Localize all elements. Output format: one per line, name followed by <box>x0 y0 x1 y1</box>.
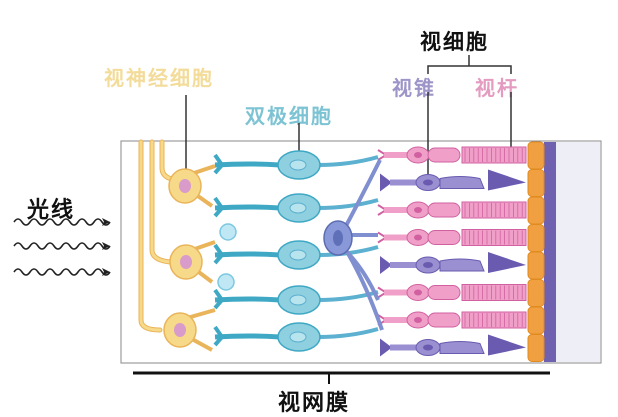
cone-inner-segment <box>439 176 485 189</box>
pigment-cell <box>527 196 545 225</box>
light-wave <box>13 268 111 276</box>
bipolar-cells <box>213 150 379 352</box>
cone-synapse <box>380 256 392 274</box>
cone-axon <box>390 344 420 351</box>
rod-outer-segment <box>461 229 527 246</box>
bipolar-dendrite <box>214 204 281 211</box>
pigment-cell <box>527 279 545 307</box>
bipolar-terminal <box>213 243 225 265</box>
light-wave <box>13 218 111 226</box>
rod-nucleus <box>414 289 422 296</box>
rod-nucleus <box>414 317 422 323</box>
ganglion-cells <box>163 164 216 352</box>
cone-nucleus <box>423 179 433 186</box>
photoreceptor-bracket <box>427 55 512 182</box>
rod-outer-segment <box>461 284 527 301</box>
rod-inner-segment <box>427 312 461 328</box>
cone-inner-segment <box>439 258 485 272</box>
cone-axon <box>390 179 420 186</box>
bipolar-dendrite <box>214 333 281 340</box>
cone-inner-segment <box>439 341 485 354</box>
bipolar-nucleus <box>289 249 307 261</box>
ganglion-nucleus <box>179 179 191 193</box>
bipolar-nucleus <box>289 331 307 343</box>
bipolar-nucleus <box>289 159 307 171</box>
cone-outer-segment <box>488 334 526 356</box>
pigment-epithelium <box>527 141 545 362</box>
horizontal-cell <box>323 159 384 331</box>
rods-label: 视杆 <box>475 76 519 100</box>
rod-nucleus <box>414 152 422 158</box>
cone-axon <box>390 262 420 268</box>
light-rays <box>13 218 111 276</box>
ganglion-nucleus <box>174 323 186 337</box>
amacrine-cell <box>219 223 237 241</box>
rod-nucleus <box>414 207 422 213</box>
pigment-cell <box>527 306 545 335</box>
rod-nucleus <box>414 234 422 241</box>
ganglion-nucleus <box>180 255 192 269</box>
bipolar-dendrite <box>214 161 281 168</box>
bipolar-nucleus <box>289 202 307 214</box>
pigment-cell <box>527 251 545 280</box>
retina-label: 视网膜 <box>278 391 351 416</box>
rod-outer-segment <box>461 311 527 329</box>
photoreceptor-cells <box>377 146 527 357</box>
bipolar-dendrite <box>214 251 281 258</box>
cone-outer-segment <box>488 252 526 273</box>
rod-inner-segment <box>427 202 461 218</box>
cone-synapse <box>380 173 392 192</box>
amacrine-cell <box>217 273 235 291</box>
cone-outer-segment <box>488 169 526 191</box>
rod-axon <box>384 317 412 323</box>
arrow-head-icon <box>102 242 110 250</box>
bipolar-axon <box>317 155 379 167</box>
bipolar-terminal <box>213 288 225 310</box>
bipolar-axon <box>317 327 379 339</box>
bipolar-terminal <box>213 325 225 347</box>
retina-bracket <box>133 371 550 384</box>
rod-inner-segment <box>427 285 461 300</box>
arrow-head-icon <box>102 268 110 276</box>
rod-inner-segment <box>427 147 461 163</box>
rod-axon <box>384 152 412 158</box>
cone-nucleus <box>423 262 433 268</box>
rod-axon <box>384 207 412 213</box>
pigment-cell <box>527 169 545 197</box>
rod-axon <box>384 234 412 241</box>
bipolar-terminal <box>213 153 225 175</box>
choroid-layer <box>544 142 556 362</box>
photoreceptor-cells-label: 视细胞 <box>420 30 489 54</box>
rod-outer-segment <box>461 201 527 219</box>
pigment-cell <box>527 224 545 252</box>
pigment-cell <box>527 141 545 170</box>
rod-inner-segment <box>427 230 461 245</box>
bipolar-nucleus <box>289 294 307 306</box>
bipolar-axon <box>317 198 379 210</box>
cone-nucleus <box>423 344 433 351</box>
cone-synapse <box>380 338 392 357</box>
arrow-head-icon <box>102 218 110 226</box>
ganglion-cells-label: 视神经细胞 <box>104 66 214 90</box>
bipolar-cells-label: 双极细胞 <box>245 104 333 128</box>
bipolar-terminal <box>213 196 225 218</box>
pigment-cell <box>527 334 545 362</box>
cones-label: 视锥 <box>392 76 436 100</box>
rod-outer-segment <box>461 146 527 164</box>
rod-axon <box>384 289 412 296</box>
light-wave <box>13 242 111 250</box>
bipolar-dendrite <box>214 296 281 303</box>
